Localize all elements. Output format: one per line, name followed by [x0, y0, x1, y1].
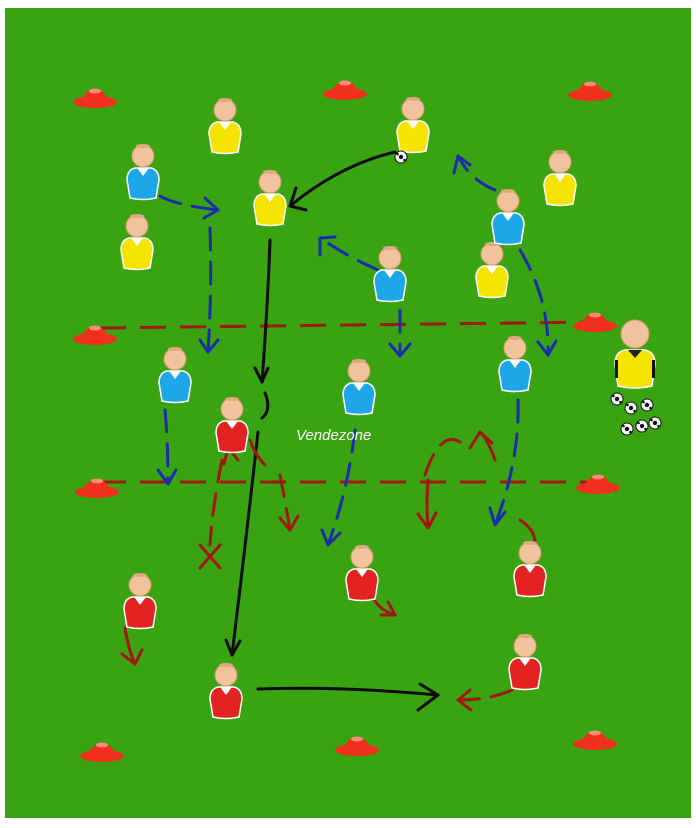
ball-icon	[649, 417, 661, 429]
ball-icon	[611, 393, 623, 405]
ball-icon	[625, 402, 637, 414]
ball-icon	[395, 151, 407, 163]
ball-icon	[621, 423, 633, 435]
zone-label: Vendezone	[296, 427, 371, 444]
ball-icon	[641, 399, 653, 411]
ball-icon	[636, 420, 648, 432]
